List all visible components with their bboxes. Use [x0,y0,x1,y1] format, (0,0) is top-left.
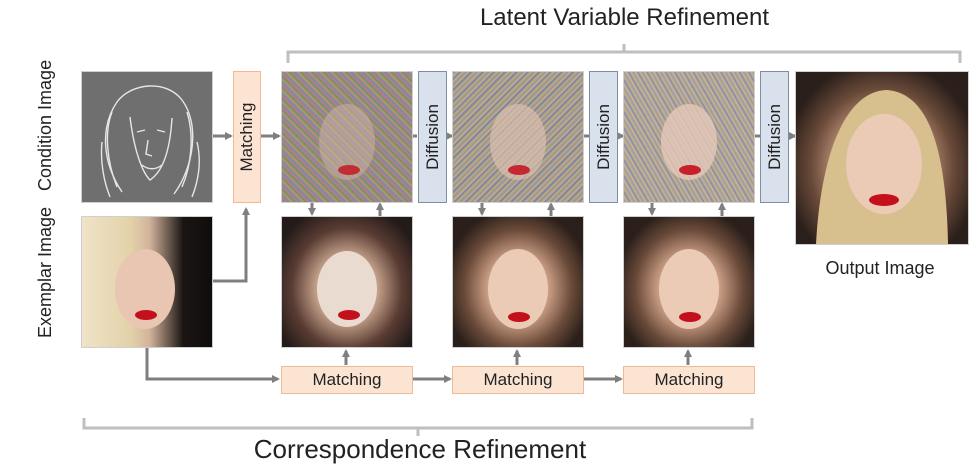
diffusion-box-2-label: Diffusion [593,104,613,170]
condition-sketch-image [81,71,213,203]
noisy-face-3 [661,104,717,180]
matching-box-3: Matching [623,366,755,394]
warped-face-2 [488,249,548,329]
diffusion-box-3-label: Diffusion [764,104,784,170]
matching-box-2-label: Matching [483,370,553,389]
latent-noisy-image-3 [623,71,755,203]
warped-exemplar-image-2 [452,216,584,348]
matching-box-initial: Matching [233,71,261,203]
top-bracket [286,44,962,63]
latent-noisy-image-2 [452,71,584,203]
condition-image-label: Condition Image [35,59,55,191]
warped-face-3 [659,249,719,329]
exemplar-image-label: Exemplar Image [35,206,55,338]
sketch-lines [100,85,200,198]
exemplar-photo-image [81,216,213,348]
matching-box-1-label: Matching [312,370,382,389]
latent-refinement-title: Latent Variable Refinement [479,4,770,31]
noisy-face-2 [490,104,546,180]
warped-exemplar-image-1 [281,216,413,348]
arrow-exemplar-to-matching-row [145,347,280,383]
output-image [795,71,969,245]
correspondence-refinement-title: Correspondence Refinement [253,434,587,464]
matching-box-1: Matching [281,366,413,394]
output-face [816,90,948,244]
matching-box-2: Matching [452,366,584,394]
latent-noisy-image-1 [281,71,413,203]
arrow-exemplar-to-matching [212,207,250,283]
warped-exemplar-image-3 [623,216,755,348]
diffusion-box-3: Diffusion [760,71,789,203]
exemplar-face [115,249,175,329]
output-image-label: Output Image [825,258,935,278]
matching-box-initial-label: Matching [237,102,256,172]
matching-box-3-label: Matching [654,370,724,389]
noisy-face-1 [319,104,375,180]
bottom-bracket [82,418,754,436]
diffusion-box-2: Diffusion [589,71,618,203]
diffusion-box-1-label: Diffusion [422,104,442,170]
warped-face-1 [317,251,377,327]
diffusion-box-1: Diffusion [418,71,447,203]
